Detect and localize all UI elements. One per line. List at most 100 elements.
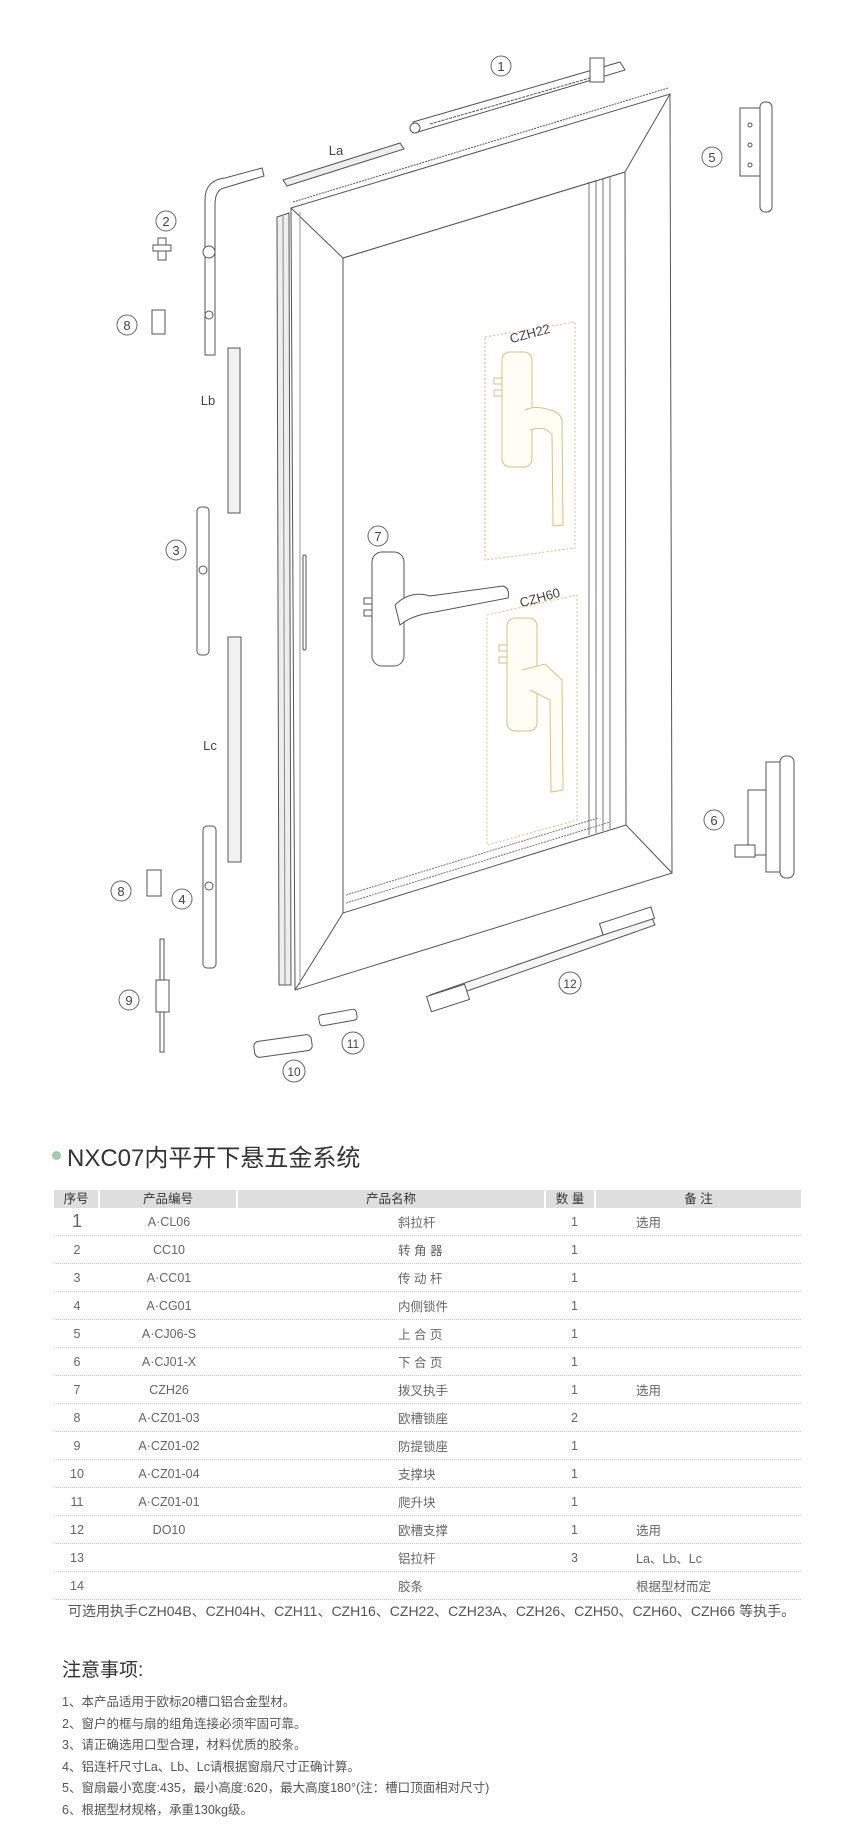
cell-no: 2 [73,1242,81,1257]
callout-circle [341,1031,365,1055]
part-2-corner-connector [152,237,172,261]
part-11-climbing-block [318,1008,358,1027]
cell-qty: 1 [571,1466,578,1481]
header-code: 产品编号 [100,1190,236,1208]
cell-name: 上 合 页 [398,1328,443,1342]
callout-8: 8 [123,318,130,333]
callout-circle [703,809,725,831]
cell-name: 拨叉执手 [398,1384,449,1398]
cell-name: 欧槽锁座 [398,1412,449,1426]
cell-code: A·CJ06-S [141,1326,197,1341]
note-item: 6、根据型材规格，承重130kg级。 [62,1802,254,1817]
callout-circle [701,146,723,168]
callout-circle [282,1059,306,1083]
cell-qty: 1 [571,1214,578,1229]
note-item: 2、窗户的框与扇的组角连接必须牢固可靠。 [62,1716,307,1731]
callout-5: 5 [708,150,715,165]
cell-qty: 1 [571,1354,578,1369]
notes-list: 1、本产品适用于欧标20槽口铝合金型材。 2、窗户的框与扇的组角连接必须牢固可靠。… [62,1692,489,1821]
cell-code: A·CZ01-03 [138,1410,200,1425]
cell-no: 9 [73,1438,81,1453]
rod-lc-label: Lc [203,738,217,753]
table-row: 11 A·CZ01-01 爬升块 1 [54,1488,801,1516]
callout-2: 2 [162,214,169,229]
part-8-keeper-lower [146,869,162,897]
callout-circle [118,989,140,1011]
cell-qty: 1 [571,1242,578,1257]
cell-code: DO10 [152,1522,186,1537]
cell-name: 下 合 页 [398,1356,443,1370]
cell-code: A·CZ01-02 [138,1438,200,1453]
part-4-inner-lock [202,825,217,969]
callout-8-lower: 8 [117,884,124,899]
part-8-keeper [151,309,166,335]
cell-no: 4 [73,1298,81,1313]
table-row: 2 CC10 转 角 器 1 [54,1236,801,1264]
header-note: 备 注 [596,1190,801,1208]
callout-4: 4 [178,892,185,907]
window-sash [276,87,673,991]
part-3-drive-rod [196,506,210,656]
callout-circle [116,314,138,336]
bullet-dot-icon [52,1151,61,1160]
table-header: 序号 产品编号 产品名称 数 量 备 注 [54,1190,801,1208]
cell-name: 转 角 器 [398,1244,443,1258]
cell-no: 6 [73,1354,81,1369]
cell-no: 13 [70,1550,84,1565]
note-item: 4、铝连杆尺寸La、Lb、Lc请根据窗扇尺寸正确计算。 [62,1759,360,1774]
callout-circle [171,888,193,910]
rod-la [282,142,405,187]
callout-12: 12 [563,977,577,991]
header-qty: 数 量 [546,1190,594,1208]
header-name: 产品名称 [238,1190,544,1208]
table-row: 14 胶条 根据型材而定 [54,1572,801,1600]
cell-name: 铝拉杆 [398,1552,436,1566]
header-no: 序号 [54,1190,98,1208]
cell-qty: 1 [571,1438,578,1453]
cell-no: 7 [73,1382,81,1397]
cell-no: 1 [71,1211,82,1231]
cell-code: CZH26 [149,1382,189,1397]
note-item: 5、窗扇最小宽度:435，最小高度:620，最大高度180°(注：槽口顶面相对尺… [62,1781,490,1795]
cell-no: 11 [70,1494,84,1509]
callout-circle [367,525,389,547]
part-9-anti-lift-keeper [155,938,170,1053]
optional-handles-text: 可选用执手CZH04B、CZH04H、CZH11、CZH16、CZH22、CZH… [68,1603,796,1619]
note-item: 1、本产品适用于欧标20槽口铝合金型材。 [62,1695,296,1709]
rod-lb [227,347,241,514]
cell-qty: 1 [571,1494,578,1509]
cell-code: A·CZ01-01 [138,1494,200,1509]
handle-option-czh22 [484,321,576,561]
cell-qty: 1 [571,1382,578,1397]
part-6-bottom-hinge [734,755,795,879]
callout-9: 9 [125,993,132,1008]
cell-code: CC10 [153,1242,185,1257]
notes-title: 注意事项: [62,1660,144,1681]
callout-3: 3 [172,543,179,558]
cell-name: 爬升块 [398,1496,436,1510]
section-title: NXC07内平开下悬五金系统 [52,1138,360,1173]
cell-qty: 3 [571,1550,578,1565]
cell-no: 14 [70,1578,84,1593]
callout-circle [110,880,132,902]
note-item: 3、请正确选用口型合理，材料优质的胶条。 [62,1738,307,1752]
cell-note: 根据型材而定 [636,1580,712,1594]
cell-name: 支撑块 [398,1468,436,1482]
cell-name: 胶条 [398,1580,424,1594]
rod-lc [227,636,242,863]
exploded-hardware-diagram: 1 2 3 4 5 6 7 8 8 9 10 11 12 La Lb Lc CZ… [110,55,795,1083]
part-10-support-block [253,1034,313,1058]
callout-circle [490,55,512,77]
callout-circle [155,210,177,232]
cell-no: 10 [70,1466,84,1481]
callout-11: 11 [347,1037,360,1051]
